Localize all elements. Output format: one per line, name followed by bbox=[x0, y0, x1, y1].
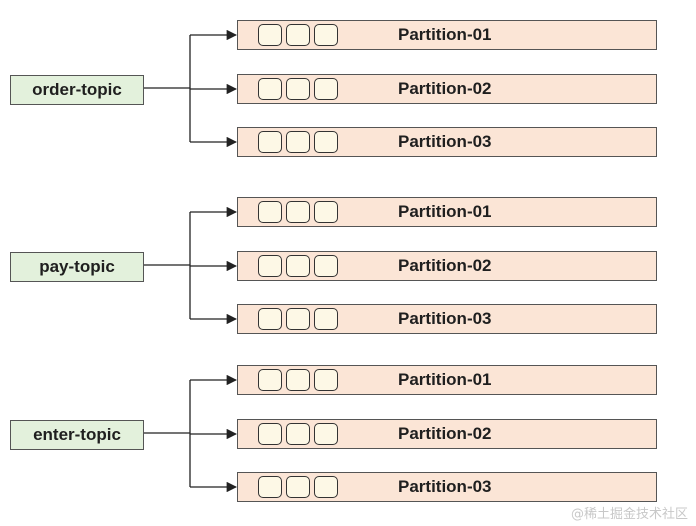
message-slot bbox=[286, 24, 310, 46]
message-slot bbox=[314, 201, 338, 223]
message-slot bbox=[258, 24, 282, 46]
partition-label: Partition-03 bbox=[398, 132, 492, 151]
partition-label: Partition-01 bbox=[398, 202, 492, 221]
partition-enter-03: Partition-03 bbox=[237, 472, 657, 502]
partition-label: Partition-02 bbox=[398, 256, 492, 275]
partition-order-03: Partition-03 bbox=[237, 127, 657, 157]
partition-label: Partition-02 bbox=[398, 424, 492, 443]
topic-label: enter-topic bbox=[33, 425, 121, 444]
message-slot bbox=[314, 78, 338, 100]
message-slot bbox=[258, 369, 282, 391]
partition-enter-02: Partition-02 bbox=[237, 419, 657, 449]
partition-pay-01: Partition-01 bbox=[237, 197, 657, 227]
partition-order-01: Partition-01 bbox=[237, 20, 657, 50]
partition-label: Partition-03 bbox=[398, 309, 492, 328]
message-slot bbox=[286, 423, 310, 445]
watermark: @稀土掘金技术社区 bbox=[570, 507, 688, 522]
topic-box-pay: pay-topic bbox=[10, 252, 144, 282]
topic-label: order-topic bbox=[32, 80, 122, 99]
partition-label: Partition-02 bbox=[398, 79, 492, 98]
message-slot bbox=[286, 201, 310, 223]
message-slot bbox=[286, 476, 310, 498]
partition-pay-03: Partition-03 bbox=[237, 304, 657, 334]
partition-enter-01: Partition-01 bbox=[237, 365, 657, 395]
message-slot bbox=[258, 476, 282, 498]
message-slot bbox=[258, 201, 282, 223]
message-slot bbox=[258, 255, 282, 277]
message-slot bbox=[258, 308, 282, 330]
message-slot bbox=[286, 78, 310, 100]
message-slot bbox=[314, 476, 338, 498]
partition-order-02: Partition-02 bbox=[237, 74, 657, 104]
topic-label: pay-topic bbox=[39, 257, 115, 276]
partition-label: Partition-01 bbox=[398, 370, 492, 389]
message-slot bbox=[258, 131, 282, 153]
message-slot bbox=[286, 131, 310, 153]
connector-trunk bbox=[144, 380, 191, 487]
partition-label: Partition-01 bbox=[398, 25, 492, 44]
connector-trunk bbox=[144, 212, 191, 319]
message-slot bbox=[314, 24, 338, 46]
message-slot bbox=[258, 423, 282, 445]
message-slot bbox=[314, 131, 338, 153]
connector-trunk bbox=[144, 35, 191, 142]
message-slot bbox=[314, 369, 338, 391]
message-slot bbox=[286, 308, 310, 330]
message-slot bbox=[314, 255, 338, 277]
topic-box-enter: enter-topic bbox=[10, 420, 144, 450]
message-slot bbox=[258, 78, 282, 100]
message-slot bbox=[314, 423, 338, 445]
topic-box-order: order-topic bbox=[10, 75, 144, 105]
message-slot bbox=[286, 255, 310, 277]
partition-label: Partition-03 bbox=[398, 477, 492, 496]
message-slot bbox=[286, 369, 310, 391]
partition-pay-02: Partition-02 bbox=[237, 251, 657, 281]
message-slot bbox=[314, 308, 338, 330]
